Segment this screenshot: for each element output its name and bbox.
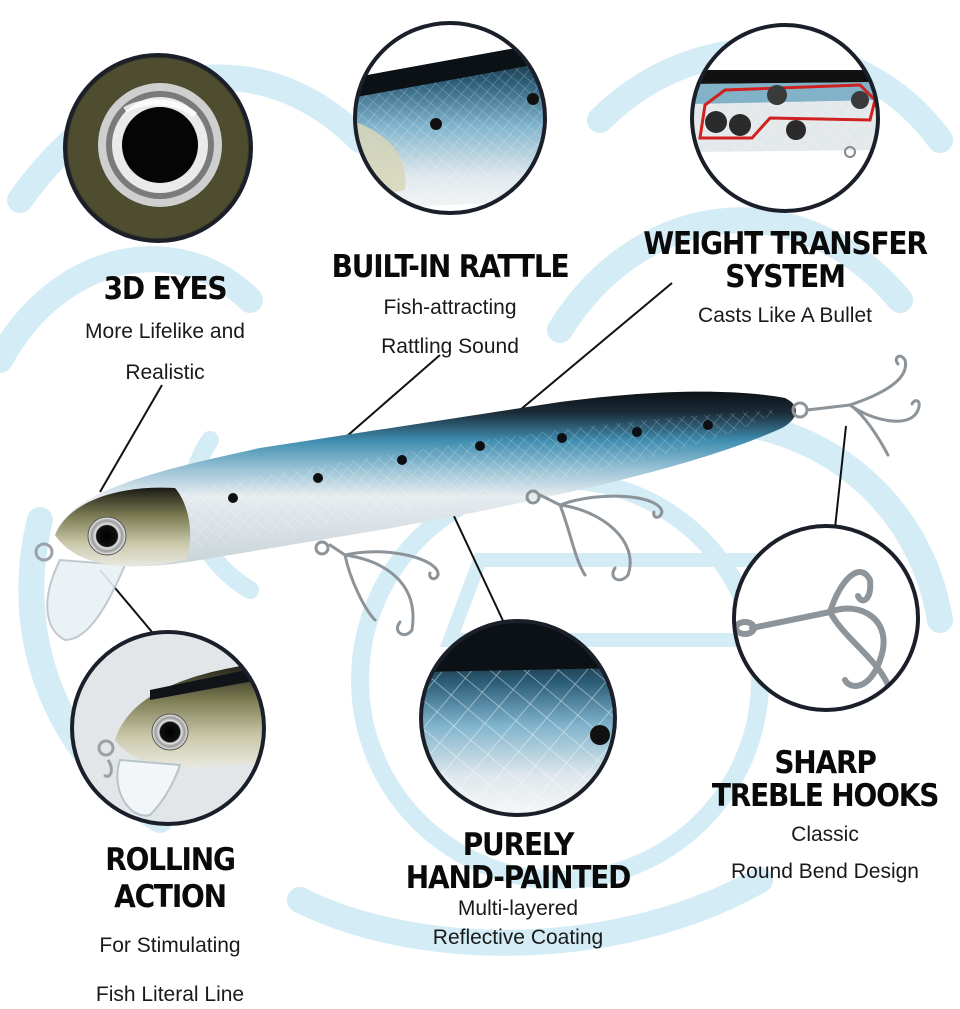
feature-desc: Fish Literal Line bbox=[95, 983, 245, 1006]
feature-title: TREBLE HOOKS bbox=[711, 777, 940, 814]
lure-belly-hook-rear bbox=[525, 489, 664, 582]
feature-desc: Fish-attracting bbox=[383, 296, 517, 319]
feature-title: SHARP bbox=[774, 744, 877, 781]
feature-title: SYSTEM bbox=[725, 258, 846, 295]
lure-main bbox=[34, 354, 921, 642]
detail-circle-rolling bbox=[70, 630, 266, 826]
feature-weight-transfer: WEIGHT TRANSFER SYSTEM Casts Like A Bull… bbox=[640, 225, 930, 330]
feature-title: 3D EYES bbox=[103, 270, 228, 307]
lure-belly-hook-front bbox=[314, 540, 440, 636]
pointer-eyes bbox=[99, 384, 163, 493]
feature-title: BUILT-IN RATTLE bbox=[331, 248, 570, 285]
detail-circle-weight bbox=[690, 23, 880, 213]
feature-built-in-rattle: BUILT-IN RATTLE Fish-attracting Rattling… bbox=[330, 248, 570, 361]
feature-desc: Realistic bbox=[125, 361, 205, 384]
feature-desc: More Lifelike and bbox=[85, 320, 245, 343]
feature-desc: For Stimulating bbox=[99, 934, 241, 957]
feature-desc: Rattling Sound bbox=[381, 335, 519, 358]
feature-hand-painted: PURELY HAND-PAINTED Multi-layered Reflec… bbox=[398, 826, 638, 952]
feature-desc: Casts Like A Bullet bbox=[698, 304, 872, 327]
lure-nose-ring bbox=[34, 542, 54, 562]
detail-circle-hooks bbox=[732, 524, 920, 712]
feature-title: ROLLING ACTION bbox=[105, 841, 236, 915]
lure-tail-hook bbox=[791, 354, 921, 457]
pointer-hooks bbox=[834, 425, 847, 529]
lure-eye bbox=[87, 516, 127, 556]
lure-dots bbox=[228, 420, 713, 503]
feature-desc: Multi-layered bbox=[457, 897, 579, 920]
pointer-weight bbox=[519, 282, 673, 411]
lure-lip bbox=[46, 558, 127, 642]
feature-rolling-action: ROLLING ACTION For Stimulating Fish Lite… bbox=[50, 841, 290, 1009]
lure-infographic bbox=[0, 21, 953, 956]
detail-circle-painted bbox=[419, 619, 617, 817]
detail-circle-rattle bbox=[353, 21, 547, 215]
feature-3d-eyes: 3D EYES More Lifelike and Realistic bbox=[40, 270, 290, 387]
feature-desc: Classic bbox=[791, 823, 859, 846]
feature-title: WEIGHT TRANSFER bbox=[643, 225, 928, 262]
feature-title: HAND-PAINTED bbox=[405, 859, 632, 896]
feature-desc: Reflective Coating bbox=[432, 926, 604, 949]
lure-scales bbox=[150, 410, 780, 548]
feature-title: PURELY bbox=[462, 826, 575, 863]
feature-desc: Round Bend Design bbox=[731, 860, 919, 883]
detail-circle-eyes bbox=[63, 53, 253, 243]
feature-treble-hooks: SHARP TREBLE HOOKS Classic Round Bend De… bbox=[700, 744, 950, 886]
